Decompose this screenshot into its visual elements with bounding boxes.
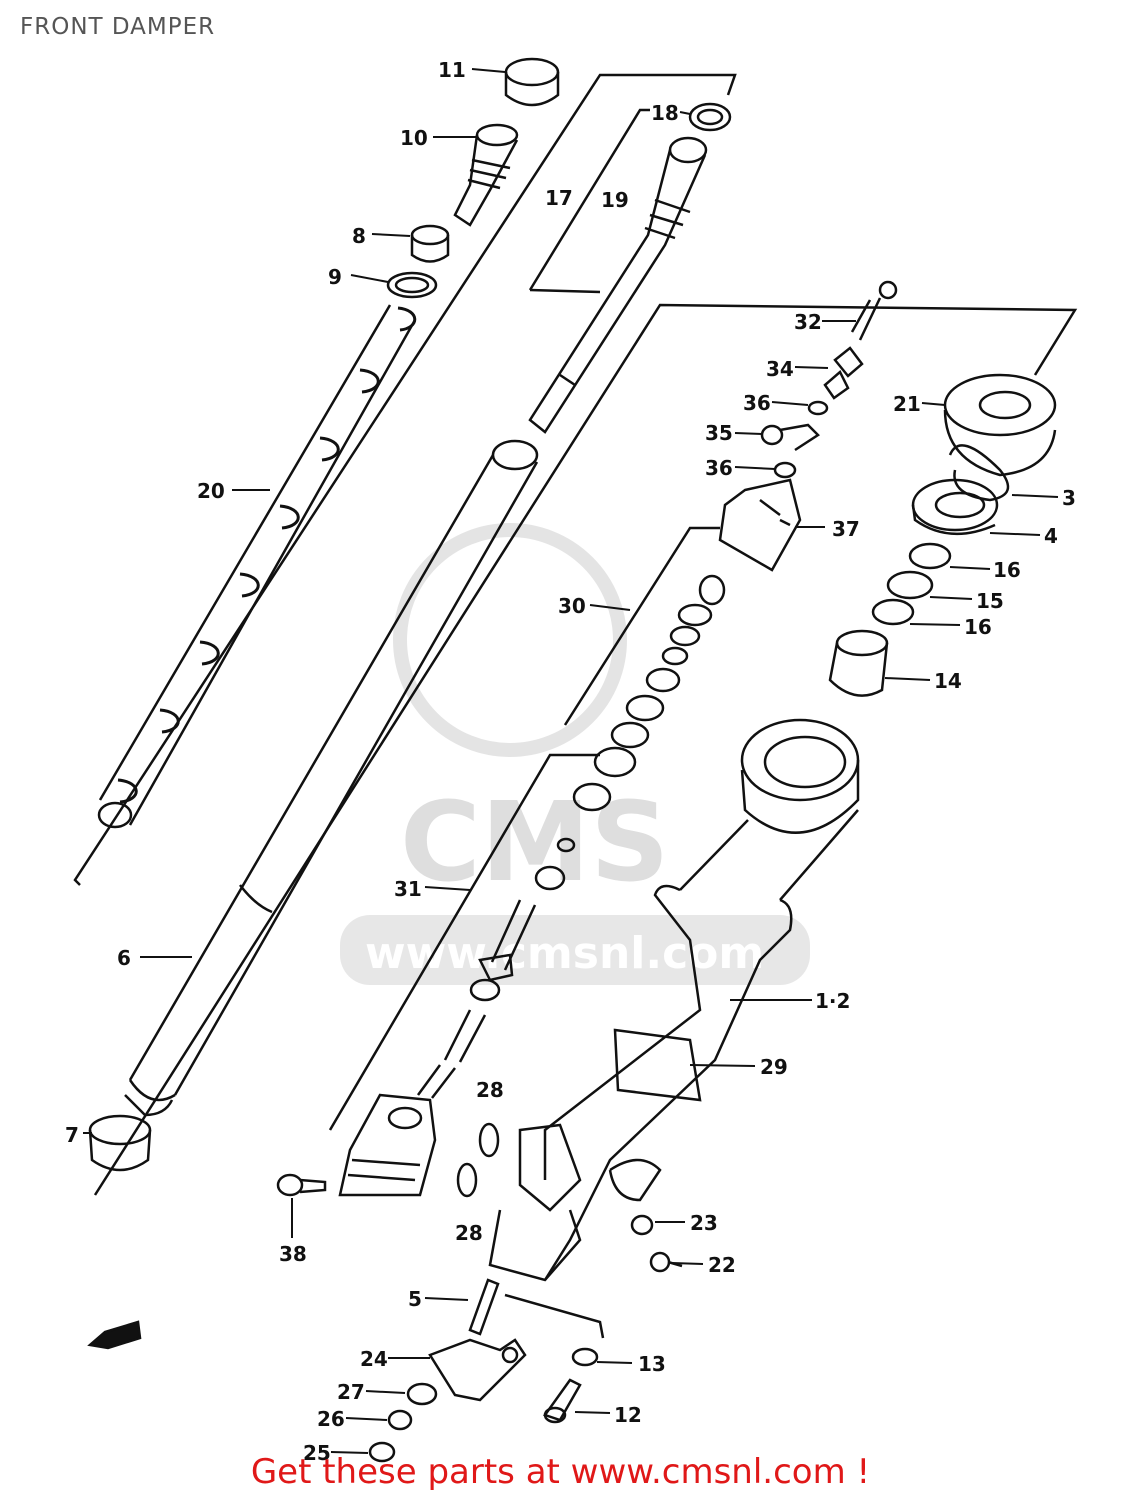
- part-9-washer: [386, 271, 438, 299]
- callout-30: 30: [558, 594, 586, 618]
- part-38-bolt: [276, 1173, 327, 1197]
- page-title: FRONT DAMPER: [20, 14, 216, 40]
- callout-28-a: 28: [476, 1078, 504, 1102]
- diagram-linework: [73, 57, 1078, 1463]
- part-5-stud: [468, 1278, 500, 1336]
- part-14-guide: [828, 629, 889, 697]
- callout-4: 4: [1044, 524, 1058, 548]
- part-25-nut: [368, 1441, 396, 1463]
- callout-35: 35: [705, 421, 733, 445]
- bracket-fork-group: [93, 303, 1078, 1196]
- part-27-washer: [406, 1382, 438, 1406]
- part-3-clip: [948, 444, 1010, 502]
- part-34-spring-small: [823, 346, 864, 400]
- part-28-oring-b: [456, 1162, 478, 1198]
- callout-20: 20: [197, 479, 225, 503]
- part-26-washer: [387, 1409, 413, 1431]
- part-30-valve-stack: [534, 574, 726, 891]
- part-12-bolt: [542, 1378, 582, 1424]
- callout-25: 25: [303, 1441, 331, 1465]
- part-10-bolt: [453, 123, 519, 227]
- callout-13: 13: [638, 1352, 666, 1376]
- callout-28-b: 28: [455, 1221, 483, 1245]
- callout-24: 24: [360, 1347, 388, 1371]
- callout-10: 10: [400, 126, 428, 150]
- part-17-rod: [528, 136, 708, 434]
- footer-cta-text: Get these parts at www.cmsnl.com !: [250, 1452, 871, 1492]
- callout-21: 21: [893, 392, 921, 416]
- part-oil-lock-piece: [338, 1093, 437, 1197]
- part-24-axle-holder: [428, 1338, 527, 1402]
- leader-lines: [83, 68, 1059, 1454]
- part-1-2-outer-tube: [488, 718, 860, 1282]
- callout-1-2: 1·2: [815, 989, 850, 1013]
- part-20-spring: [97, 304, 417, 829]
- part-6-inner-tube: [124, 439, 539, 1117]
- watermark-brand: CMS: [400, 778, 669, 906]
- callout-3: 3: [1062, 486, 1076, 510]
- callout-27: 27: [337, 1380, 365, 1404]
- callout-12: 12: [614, 1403, 642, 1427]
- part-37-holder: [718, 478, 802, 572]
- part-22-screw: [649, 1251, 683, 1273]
- watermark: CMS www.cmsnl.com: [340, 523, 810, 985]
- part-36-ring-b: [773, 461, 797, 479]
- callout-16-b: 16: [964, 615, 992, 639]
- callout-7: 7: [65, 1123, 79, 1147]
- part-18-ring: [688, 102, 732, 132]
- callout-11: 11: [438, 58, 466, 82]
- part-21-dust-seal: [943, 373, 1057, 477]
- part-8-spacer: [410, 224, 450, 263]
- callout-19: 19: [601, 188, 629, 212]
- part-16-washer-b: [871, 598, 915, 626]
- callout-22: 22: [708, 1253, 736, 1277]
- bracket-lower-damper: [328, 753, 600, 1131]
- part-15-ring: [886, 570, 934, 600]
- part-32-bolt: [850, 280, 898, 341]
- watermark-url: www.cmsnl.com: [365, 928, 764, 979]
- bracket-rod-group: [528, 108, 650, 291]
- callout-labels: 11 10 8 9 20 6 7 18 17 19 32 34 36 35 36…: [65, 58, 1076, 1465]
- callout-26: 26: [317, 1407, 345, 1431]
- part-29-label: [613, 1028, 702, 1102]
- bracket-damper-group: [563, 526, 720, 726]
- callout-14: 14: [934, 669, 962, 693]
- part-16-washer-a: [908, 542, 952, 570]
- callout-29: 29: [760, 1055, 788, 1079]
- callout-37: 37: [832, 517, 860, 541]
- bracket-axle-group: [504, 1293, 605, 1339]
- part-28-oring-a: [478, 1122, 500, 1158]
- part-4-oil-seal: [911, 478, 999, 536]
- part-31-damper-rod: [416, 899, 537, 1099]
- callout-6: 6: [117, 946, 131, 970]
- callout-32: 32: [794, 310, 822, 334]
- callout-23: 23: [690, 1211, 718, 1235]
- part-13-washer: [571, 1347, 599, 1367]
- callout-18: 18: [651, 101, 679, 125]
- bracket-spring-group: [73, 73, 737, 886]
- part-23-washer: [630, 1214, 654, 1236]
- part-36-ring-a: [807, 400, 829, 416]
- callout-8: 8: [352, 224, 366, 248]
- part-7-bushing: [88, 1114, 152, 1172]
- front-direction-arrow: [87, 1320, 142, 1350]
- part-35-valve: [760, 423, 820, 452]
- callout-34: 34: [766, 357, 794, 381]
- callout-38: 38: [279, 1242, 307, 1266]
- callout-16-a: 16: [993, 558, 1021, 582]
- callout-15: 15: [976, 589, 1004, 613]
- part-11-cap: [504, 57, 560, 107]
- callout-5: 5: [408, 1287, 422, 1311]
- callout-17: 17: [545, 186, 573, 210]
- callout-31: 31: [394, 877, 422, 901]
- callout-9: 9: [328, 265, 342, 289]
- callout-36-a: 36: [743, 391, 771, 415]
- callout-36-b: 36: [705, 456, 733, 480]
